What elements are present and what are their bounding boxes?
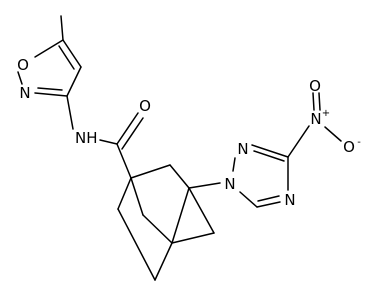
bond-c5-c4-double [58,45,75,70]
bond-carbonyl-o-double [121,117,144,150]
methyl-bond [60,15,64,41]
bond-n2-c3-double [253,150,285,162]
bond-c3-nh [66,95,74,130]
bond-nh-carbonyl [99,139,118,145]
amide-group [66,95,144,179]
atom-label-triazole-n2: N [237,140,248,158]
adamantane-bond [117,208,156,281]
adamantane-bond [130,164,171,179]
bond-carbonyl-adamantane [116,143,132,179]
charge-label-nitro-o: - [357,137,361,148]
atom-label-amide-o: O [139,97,151,115]
bond-o-c5 [34,39,64,58]
bond-carbonyl-o [116,112,139,145]
bond-n2-c3 [251,144,289,158]
atom-label-nitro-o-right: O [343,138,355,156]
atom-label-nitro-o-top: O [309,77,321,95]
bond-c4-c3 [66,66,82,97]
adamantane-bond [169,164,190,189]
bond-n-o [17,71,23,85]
bond-nitro-n-o-right [324,126,342,142]
bond-n1-n2 [232,157,236,172]
bond-c5-n1 [239,191,258,208]
adamantane-bond [142,214,173,244]
nitro-group [287,92,342,158]
bond-c5-c4 [62,39,82,68]
triazole-ring [232,144,289,208]
bond-nitro-n-o-top [312,92,315,111]
charge-label-nitro-n: + [322,108,330,119]
bond-c3-n-double [37,87,63,91]
bond-c3-n [34,92,68,97]
bond-c3-nitro-n [287,125,310,158]
atom-label-nitro-n: N [310,110,321,128]
adamantane-bond [188,187,215,234]
adamantane-cage [117,164,215,281]
bond-n4-c5 [256,201,281,208]
isoxazole-ring [17,15,82,97]
atom-label-isoxazole-n: N [19,84,30,102]
bond-nitro-n-o-top-double [318,92,321,111]
bond-n4-c5-double [257,195,280,202]
adamantane-bond [171,187,190,244]
atom-label-isoxazole-o: O [17,56,29,74]
atom-label-triazole-n4: N [284,191,295,209]
adamantane-bond [130,177,144,216]
adamantane-bond [171,232,215,244]
adamantane-bond [117,177,132,210]
bond-adamantane-triazole [188,182,221,189]
atom-label-triazole-n1: N [224,175,235,193]
adamantane-bond [154,242,173,281]
atom-label-amide-nh: NH [75,129,98,147]
